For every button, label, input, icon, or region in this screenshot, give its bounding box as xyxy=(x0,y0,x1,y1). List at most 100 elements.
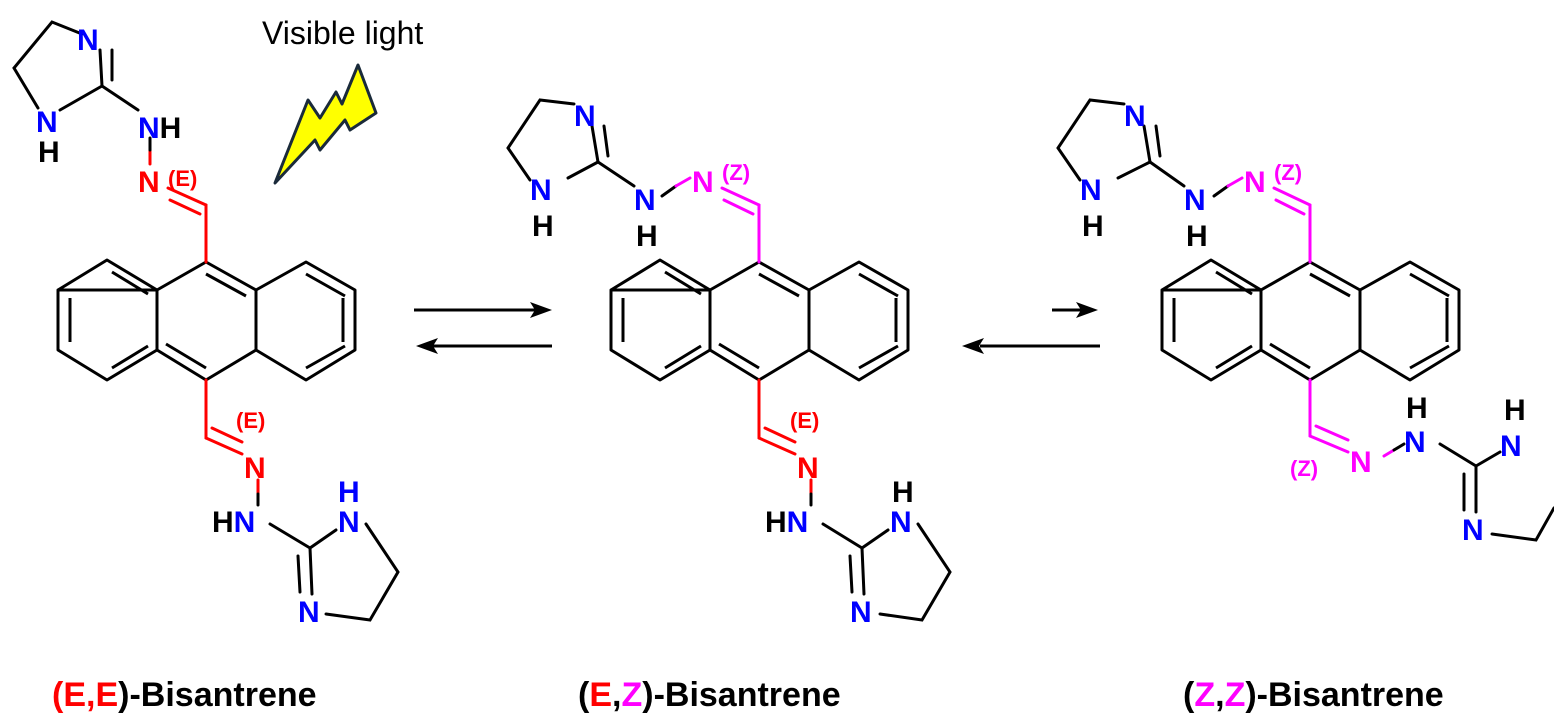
molecule-zz: N N H N H N (Z) (Z) N H N H N N xyxy=(1056,98,1554,547)
imidazoline-bond xyxy=(860,528,890,550)
imidazoline-bottom xyxy=(821,522,952,622)
imidazoline-bond xyxy=(1148,160,1186,188)
imidazoline-bond xyxy=(878,522,952,622)
molecule-ez: N N H N H N (Z) (E) N HN H N N xyxy=(506,98,952,629)
n-atom: N xyxy=(1350,446,1372,479)
imidazoline-bond xyxy=(602,124,610,158)
caption-zz: (Z,Z)-Bisantrene xyxy=(1183,676,1444,714)
bottom-chain-bond xyxy=(1314,424,1350,442)
n-atom: N xyxy=(298,596,320,629)
top-chain-bond xyxy=(1212,184,1230,198)
e-config-label: (E) xyxy=(168,166,197,191)
ring-bond xyxy=(205,260,257,292)
top-chain-bond xyxy=(1272,186,1312,207)
imidazoline-bond xyxy=(590,124,600,164)
h-atom: H xyxy=(892,476,914,509)
n-atom: N xyxy=(244,452,266,485)
ring-inner-bond xyxy=(858,344,899,370)
n-atom: N xyxy=(338,506,360,539)
n-atom: N xyxy=(797,452,819,485)
top-chain-bond xyxy=(1274,198,1306,216)
ring-bond xyxy=(156,260,207,292)
top-chain-bond xyxy=(166,186,208,207)
ring-inner-bond xyxy=(205,272,247,298)
imidazoline-bond xyxy=(324,522,400,622)
imidazoline-bond xyxy=(308,528,338,550)
imidazoline-bond xyxy=(1116,160,1152,180)
anthracene-ring xyxy=(56,258,357,382)
arrowhead-icon xyxy=(962,338,984,354)
n-atom: N xyxy=(1080,174,1102,207)
top-chain-bond xyxy=(720,186,761,207)
imidazoline-bond xyxy=(296,554,302,594)
ring-bond xyxy=(758,348,810,382)
n-atom: N xyxy=(1124,100,1146,133)
imidazoline-top xyxy=(506,98,636,188)
ring-right xyxy=(808,260,910,382)
bottom-chain-bond xyxy=(757,436,797,456)
z-config-label: (Z) xyxy=(1290,456,1318,481)
n-atom: N xyxy=(36,106,58,139)
top-chain-bond xyxy=(722,198,755,216)
ring-left xyxy=(1160,258,1263,382)
imidazoline-bond xyxy=(1154,124,1162,158)
bottom-chain-bond xyxy=(1382,448,1396,458)
imidazoline-bond xyxy=(308,546,314,596)
ring-bond xyxy=(1260,348,1311,382)
imidazoline-bond xyxy=(1056,98,1126,182)
imidazoline-bond xyxy=(268,522,312,550)
h-atom: H xyxy=(636,220,658,253)
equilibrium-arrows-1 xyxy=(414,302,552,354)
bottom-chain-bond xyxy=(1392,442,1406,452)
imidazoline-top xyxy=(12,20,140,112)
top-chain-bond xyxy=(168,198,202,216)
ring-inner-bond xyxy=(1409,344,1450,370)
imidazoline-bond xyxy=(860,546,866,596)
z-config-label: (Z) xyxy=(722,160,750,185)
h-atom: H xyxy=(532,210,554,243)
arrowhead-icon xyxy=(530,302,552,318)
ring-bond xyxy=(1309,348,1361,382)
ring-inner-bond xyxy=(758,272,800,298)
ring-inner-bond xyxy=(305,344,346,370)
arrowhead-icon xyxy=(416,338,438,354)
imidazoline-bond xyxy=(821,522,864,550)
equilibrium-arrows-2 xyxy=(962,302,1100,354)
imidazoline-bond xyxy=(98,48,104,88)
imidazoline-bond xyxy=(1474,450,1502,468)
imidazoline-bond xyxy=(506,98,576,182)
h-atom: H xyxy=(38,136,60,169)
imidazoline-bond xyxy=(1438,442,1478,468)
hn-group: HN xyxy=(212,506,255,539)
h-atom: H xyxy=(338,476,360,509)
imidazoline-bond xyxy=(596,160,636,188)
ring-inner-bond xyxy=(664,344,702,370)
ring-bond xyxy=(1309,260,1361,292)
h-atom: H xyxy=(1082,210,1104,243)
ring-right xyxy=(1359,260,1461,382)
imidazoline-bond xyxy=(1490,506,1554,542)
ring-bond xyxy=(156,348,207,382)
n-atom: N xyxy=(1404,426,1426,459)
ring-left xyxy=(609,258,712,382)
lightning-bolt-icon xyxy=(273,63,378,185)
arrowhead-icon xyxy=(1076,302,1098,318)
h-atom: H xyxy=(1504,394,1526,427)
ring-inner-bond xyxy=(1409,272,1450,298)
n-atom: N xyxy=(692,166,714,199)
molecule-ee: N N H NH N (E) (E) N HN H N N xyxy=(12,20,400,629)
n-atom: N xyxy=(1184,184,1206,217)
n-atom: N xyxy=(138,166,160,199)
n-atom: N xyxy=(1462,514,1484,547)
n-atom: N xyxy=(634,184,656,217)
bottom-chain-bond xyxy=(1308,434,1350,454)
e-config-label: (E) xyxy=(236,408,265,433)
imidazoline-top xyxy=(1056,98,1186,188)
imidazoline-bottom xyxy=(268,522,400,622)
ring-inner-bond xyxy=(111,344,149,370)
anthracene-ring xyxy=(1160,258,1461,382)
ring-bond xyxy=(1260,260,1311,292)
n-atom: N xyxy=(77,24,99,57)
ring-bond xyxy=(758,260,810,292)
ring-inner-bond xyxy=(1215,270,1253,296)
